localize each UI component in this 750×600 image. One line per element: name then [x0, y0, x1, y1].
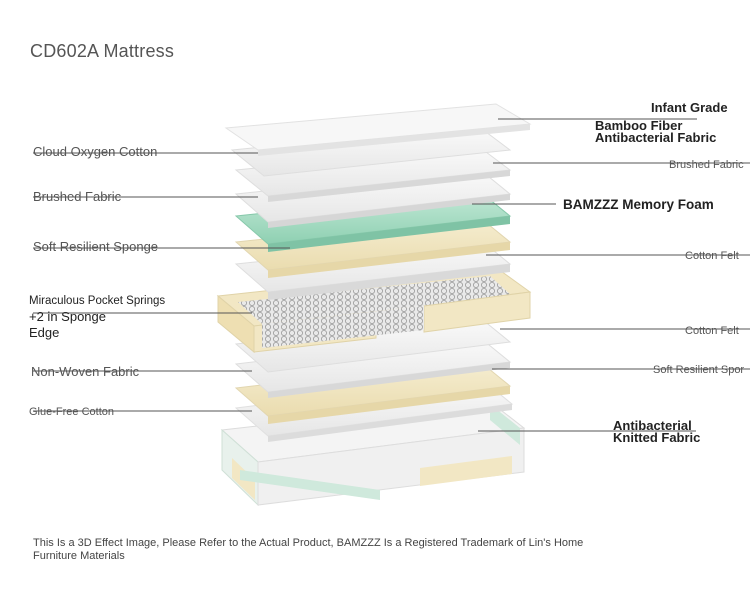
label-pocket-springs-line2: +2 in Sponge	[29, 309, 106, 324]
label-cloud-oxygen-cotton: Cloud Oxygen Cotton	[33, 144, 158, 159]
label-pocket-springs-line3: Edge	[29, 325, 60, 340]
label-infant-grade-line1: Infant Grade	[651, 100, 728, 115]
label-brushed-fabric-right: Brushed Fabric	[669, 159, 744, 171]
leader-lines	[33, 118, 750, 432]
label-infant-grade-line3: Antibacterial Fabric	[595, 130, 717, 145]
label-cotton-felt-lower: Cotton Felt	[685, 325, 739, 337]
layer-bamboo-fiber-fabric	[224, 103, 532, 156]
label-brushed-fabric-left: Brushed Fabric	[33, 189, 122, 204]
page-title: CD602A Mattress	[30, 41, 175, 61]
label-soft-resilient-sponge-right: Soft Resilient Spor	[653, 364, 745, 376]
label-soft-resilient-sponge-left: Soft Resilient Sponge	[33, 239, 159, 254]
label-non-woven-fabric: Non-Woven Fabric	[31, 364, 140, 379]
label-antibacterial-line2: Knitted Fabric	[613, 430, 701, 445]
layer-pocket-springs	[216, 265, 532, 354]
label-infant-grade-line2: Bamboo Fiber	[595, 118, 683, 133]
disclaimer-footer: This Is a 3D Effect Image, Please Refer …	[33, 537, 584, 563]
label-cotton-felt-upper: Cotton Felt	[685, 250, 739, 262]
label-antibacterial-line1: Antibacterial	[613, 418, 692, 433]
label-glue-free-cotton: Glue-Free Cotton	[29, 406, 114, 418]
label-pocket-springs-line1: Miraculous Pocket Springs	[29, 295, 166, 307]
label-memory-foam: BAMZZZ Memory Foam	[563, 197, 714, 212]
